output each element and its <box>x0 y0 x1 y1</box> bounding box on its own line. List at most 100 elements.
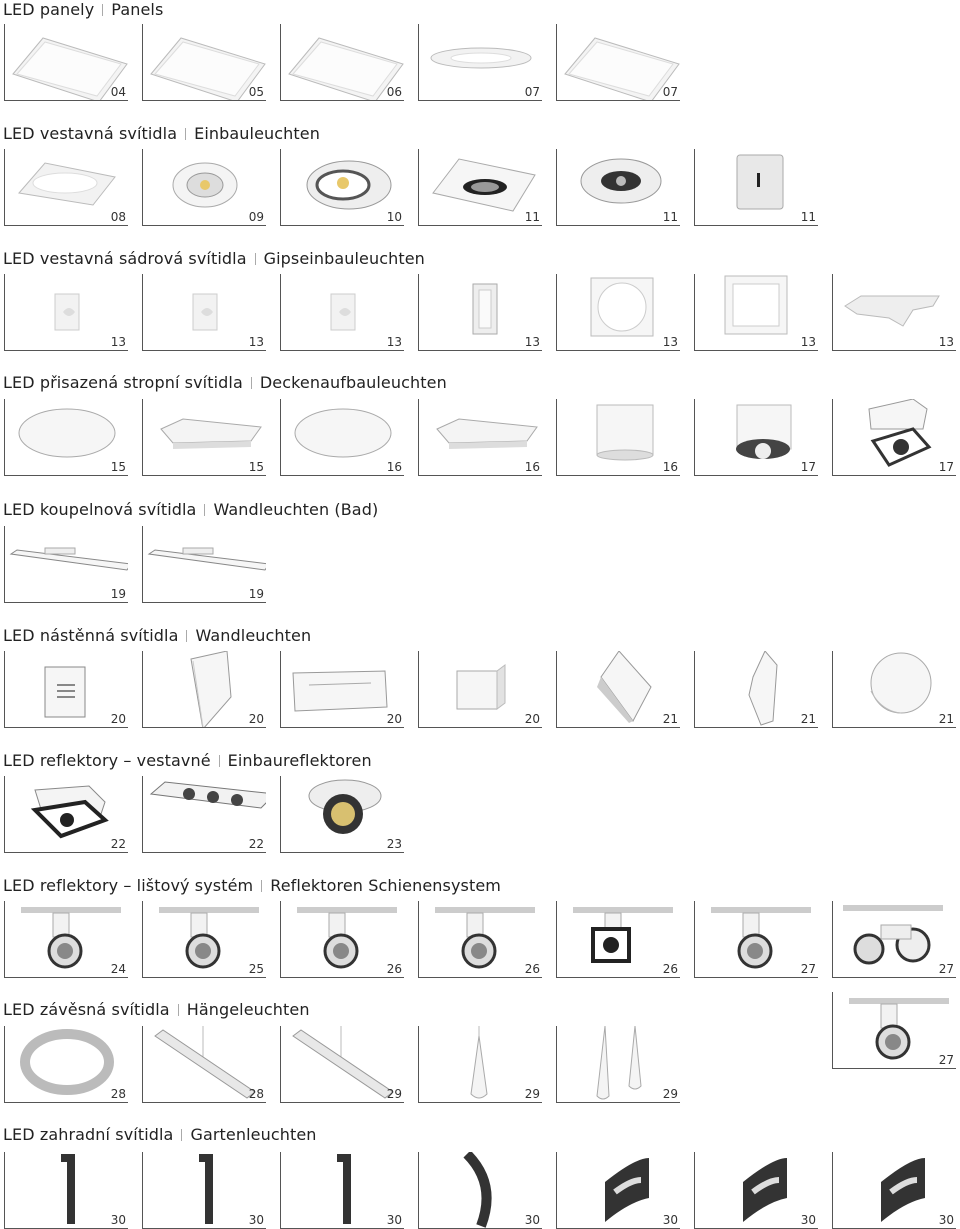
product-tile[interactable]: 27 <box>694 901 818 978</box>
product-tile[interactable]: 17 <box>694 399 818 476</box>
product-tile[interactable]: 30 <box>418 1152 542 1229</box>
product-tile[interactable]: 21 <box>694 651 818 728</box>
product-tile[interactable]: 09 <box>142 149 266 226</box>
page-number: 30 <box>800 1213 816 1227</box>
ceiling-square-icon <box>436 418 538 449</box>
product-tile[interactable]: 30 <box>280 1152 404 1229</box>
product-tile[interactable]: 26 <box>418 901 542 978</box>
product-tile[interactable]: 28 <box>4 1026 128 1103</box>
product-tile[interactable]: 06 <box>280 24 404 101</box>
product-tile[interactable]: 16 <box>280 399 404 476</box>
product-tile[interactable]: 13 <box>556 274 680 351</box>
product-tile[interactable]: 05 <box>142 24 266 101</box>
section-title-cz: LED reflektory – vestavné <box>3 751 211 770</box>
product-tile[interactable]: 23 <box>280 776 404 853</box>
product-tile[interactable]: 11 <box>556 149 680 226</box>
product-tile[interactable]: 13 <box>280 274 404 351</box>
product-tile[interactable]: 22 <box>4 776 128 853</box>
product-tile[interactable]: 16 <box>556 399 680 476</box>
product-tile[interactable]: 10 <box>280 149 404 226</box>
product-tile[interactable]: 29 <box>418 1026 542 1103</box>
title-separator <box>181 1129 183 1141</box>
product-tile[interactable]: 26 <box>556 901 680 978</box>
product-tile[interactable]: 29 <box>280 1026 404 1103</box>
track-spot-icon <box>297 907 397 969</box>
product-tile[interactable]: 11 <box>694 149 818 226</box>
product-tile[interactable]: 24 <box>4 901 128 978</box>
product-tile[interactable]: 20 <box>418 651 542 728</box>
product-tile[interactable]: 11 <box>418 149 542 226</box>
product-tile[interactable]: 16 <box>418 399 542 476</box>
page-number: 11 <box>662 210 678 224</box>
page-number: 27 <box>938 962 954 976</box>
page-number: 10 <box>386 210 402 224</box>
section-title-de: Wandleuchten <box>195 626 312 645</box>
recessed-spot-icon <box>30 785 109 839</box>
product-tile[interactable]: 17 <box>832 399 956 476</box>
product-tile[interactable]: 30 <box>142 1152 266 1229</box>
plaster-light-icon <box>54 293 80 331</box>
product-tile[interactable]: 15 <box>4 399 128 476</box>
product-tile[interactable]: 19 <box>4 526 128 603</box>
product-tile[interactable]: 28 <box>142 1026 266 1103</box>
product-tile[interactable]: 21 <box>556 651 680 728</box>
track-spot-icon <box>711 907 811 969</box>
page-number: 13 <box>248 335 264 349</box>
page-number: 30 <box>110 1213 126 1227</box>
product-tile[interactable]: 25 <box>142 901 266 978</box>
page-number: 17 <box>800 460 816 474</box>
product-tile[interactable]: 13 <box>832 274 956 351</box>
section-title-cz: LED přisazená stropní svítidla <box>3 373 243 392</box>
plaster-round-icon <box>590 277 654 337</box>
page-number: 21 <box>938 712 954 726</box>
product-tile[interactable]: 27 <box>832 992 956 1069</box>
product-tile[interactable]: 07 <box>418 24 542 101</box>
wall-fold-icon <box>190 651 232 727</box>
product-tile[interactable]: 20 <box>4 651 128 728</box>
plaster-slot-icon <box>472 283 498 335</box>
product-tile[interactable]: 07 <box>556 24 680 101</box>
product-tile[interactable]: 20 <box>280 651 404 728</box>
page-number: 20 <box>386 712 402 726</box>
page-number: 06 <box>386 85 402 99</box>
product-tile[interactable]: 13 <box>4 274 128 351</box>
surface-spot-icon <box>868 399 932 467</box>
section-title-de: Wandleuchten (Bad) <box>213 500 379 519</box>
wall-vent-icon <box>44 666 86 718</box>
page-number: 22 <box>110 837 126 851</box>
product-tile[interactable]: 29 <box>556 1026 680 1103</box>
product-tile[interactable]: 13 <box>142 274 266 351</box>
track-double-spot-icon <box>843 905 943 965</box>
page-number: 16 <box>662 460 678 474</box>
product-tile[interactable]: 20 <box>142 651 266 728</box>
bollard-icon <box>337 1154 351 1224</box>
page-number: 13 <box>938 335 954 349</box>
product-tile[interactable]: 15 <box>142 399 266 476</box>
product-tile[interactable]: 19 <box>142 526 266 603</box>
section-title-cz: LED závěsná svítidla <box>3 1000 170 1019</box>
page-number: 28 <box>248 1087 264 1101</box>
product-tile[interactable]: 30 <box>694 1152 818 1229</box>
product-tile[interactable]: 27 <box>832 901 956 978</box>
product-tile[interactable]: 13 <box>418 274 542 351</box>
product-tile[interactable]: 13 <box>694 274 818 351</box>
product-tile[interactable]: 08 <box>4 149 128 226</box>
wall-rect-icon <box>292 670 388 712</box>
product-tile[interactable]: 30 <box>832 1152 956 1229</box>
page-number: 24 <box>110 962 126 976</box>
pendant-linear-icon <box>292 1026 394 1099</box>
product-tile[interactable]: 21 <box>832 651 956 728</box>
section-title-de: Gipseinbauleuchten <box>263 249 425 268</box>
product-tile[interactable]: 26 <box>280 901 404 978</box>
product-tile[interactable]: 30 <box>4 1152 128 1229</box>
product-tile[interactable]: 04 <box>4 24 128 101</box>
title-separator <box>204 504 206 516</box>
wall-cube-icon <box>456 664 506 710</box>
product-tile[interactable]: 22 <box>142 776 266 853</box>
product-tile[interactable]: 30 <box>556 1152 680 1229</box>
